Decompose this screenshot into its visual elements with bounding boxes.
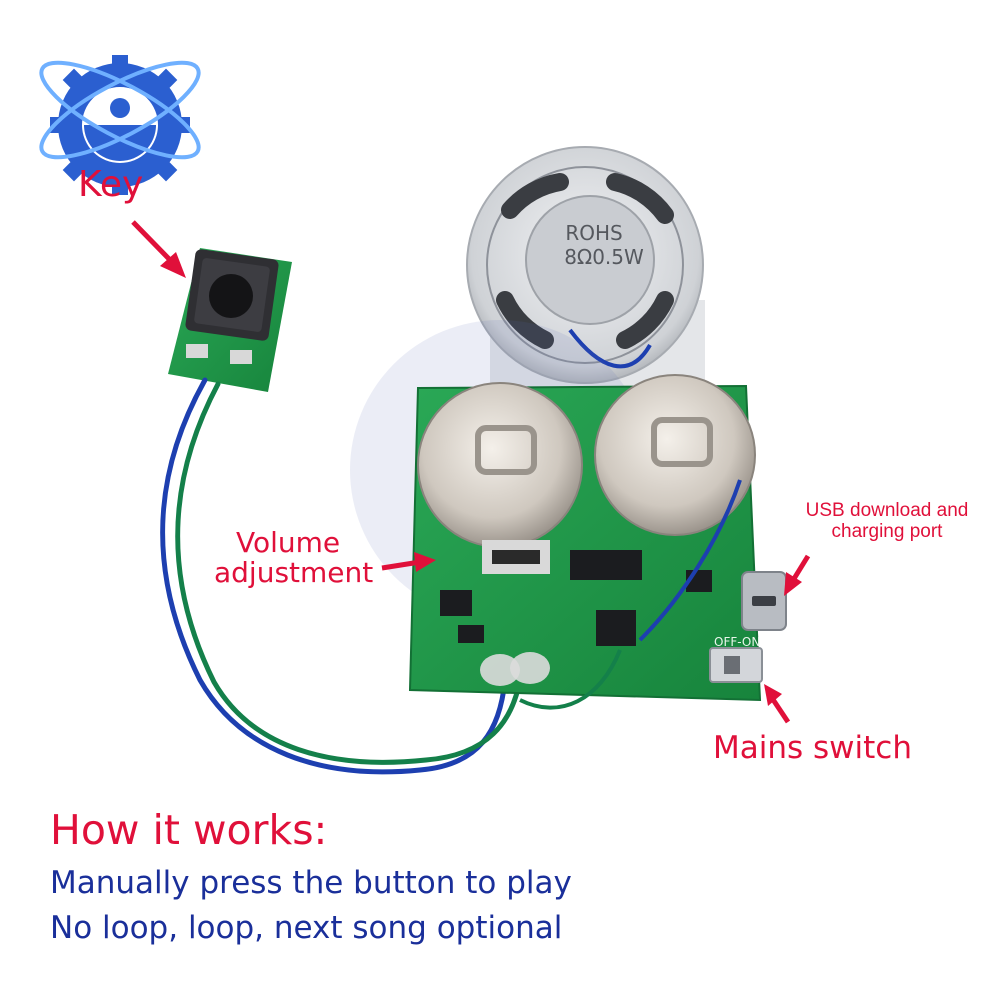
key-switch-board [168, 248, 292, 392]
speaker-marking-rating: 8Ω0.5W [564, 245, 644, 269]
key-arrow [131, 220, 186, 278]
switch-marking: OFF-ON [714, 635, 760, 649]
key-wire [160, 377, 523, 775]
speaker-marking-rohs: ROHS [565, 221, 622, 245]
usb-arrow [784, 554, 811, 596]
how-it-works-line2: No loop, loop, next song optional [50, 910, 563, 946]
brand-logo [39, 55, 201, 195]
how-it-works-heading: How it works: [50, 806, 328, 854]
key-label: Key [78, 164, 144, 205]
usb-label-line1: USB download and [805, 500, 969, 521]
mains-label: Mains switch [713, 730, 912, 766]
usb-label-line2: charging port [831, 521, 943, 542]
main-pcb: OFF-ON [408, 374, 787, 710]
speaker: ROHS 8Ω0.5W [466, 146, 705, 390]
mains-arrow [764, 684, 791, 724]
how-it-works-line1: Manually press the button to play [50, 865, 572, 901]
volume-arrow [381, 552, 436, 572]
volume-label-line2: adjustment [214, 556, 374, 589]
volume-label-line1: Volume [236, 526, 341, 559]
